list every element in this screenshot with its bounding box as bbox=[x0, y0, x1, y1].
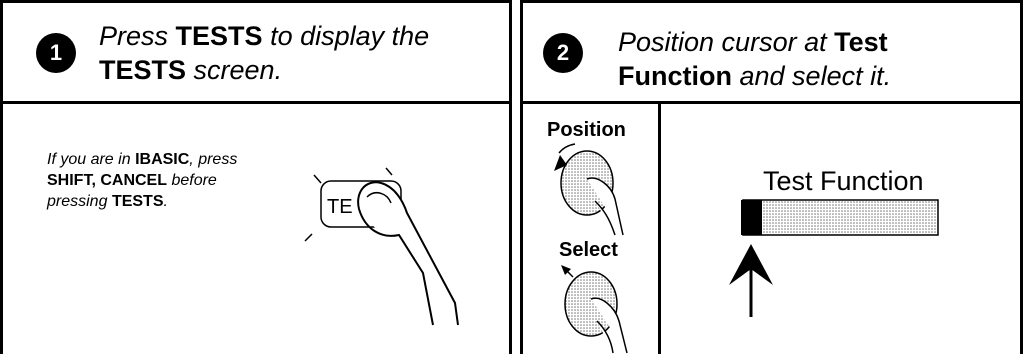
note-part4: pressing bbox=[47, 193, 108, 210]
step2-instruction: Position cursor at Test Function and sel… bbox=[618, 25, 891, 93]
step2-panel: 2 Position cursor at Test Function and s… bbox=[520, 0, 1023, 354]
note-part5: . bbox=[163, 193, 168, 210]
fingernail-icon bbox=[366, 192, 392, 204]
step1-header: 1 Press TESTS to display the TESTS scree… bbox=[3, 3, 509, 104]
step2-instr-key-cont: Function bbox=[618, 61, 732, 91]
step2-divider bbox=[658, 101, 661, 354]
step1-instr-post: screen. bbox=[193, 55, 283, 85]
finger-icon bbox=[357, 181, 459, 326]
test-function-label: Test Function bbox=[763, 166, 924, 196]
step2-header: 2 Position cursor at Test Function and s… bbox=[523, 3, 1020, 104]
step1-instr-key2: TESTS bbox=[99, 55, 187, 85]
ibasic-note: If you are in IBASIC, press SHIFT, CANCE… bbox=[47, 149, 297, 212]
step2-number-badge: 2 bbox=[543, 33, 583, 73]
cursor-block bbox=[741, 200, 762, 235]
motion-tick bbox=[385, 167, 393, 176]
step1-instruction: Press TESTS to display the TESTS screen. bbox=[99, 19, 429, 87]
step2-instr-post: and select it. bbox=[739, 61, 892, 91]
test-function-highlight-bar bbox=[742, 199, 939, 236]
up-arrow-icon bbox=[729, 244, 773, 317]
step1-panel: 1 Press TESTS to display the TESTS scree… bbox=[0, 0, 512, 354]
position-label: Position bbox=[547, 119, 626, 141]
step2-illustrations bbox=[554, 143, 939, 354]
note-ibasic: IBASIC bbox=[135, 151, 190, 168]
motion-tick bbox=[304, 233, 313, 242]
note-part3: before bbox=[171, 172, 217, 189]
note-part1: If you are in bbox=[47, 151, 131, 168]
motion-tick bbox=[313, 174, 322, 184]
test-function-field bbox=[741, 199, 939, 236]
step1-instr-key: TESTS bbox=[175, 21, 263, 51]
step2-instr-key: Test bbox=[834, 27, 888, 57]
finger-press-illustration: TE bbox=[304, 167, 459, 326]
step1-instr-pre: Press bbox=[99, 21, 169, 51]
note-part2: , press bbox=[189, 151, 238, 168]
tests-key-label: TE bbox=[327, 196, 353, 218]
knob-press-icon bbox=[561, 265, 628, 354]
note-tests: TESTS bbox=[111, 193, 164, 210]
note-keys: SHIFT, CANCEL bbox=[47, 172, 167, 189]
step2-instr-pre: Position cursor at bbox=[618, 27, 827, 57]
step1-instr-mid: to display the bbox=[270, 21, 430, 51]
step1-number-badge: 1 bbox=[36, 33, 76, 73]
knob-rotate-icon bbox=[554, 143, 624, 236]
select-label: Select bbox=[559, 239, 618, 261]
